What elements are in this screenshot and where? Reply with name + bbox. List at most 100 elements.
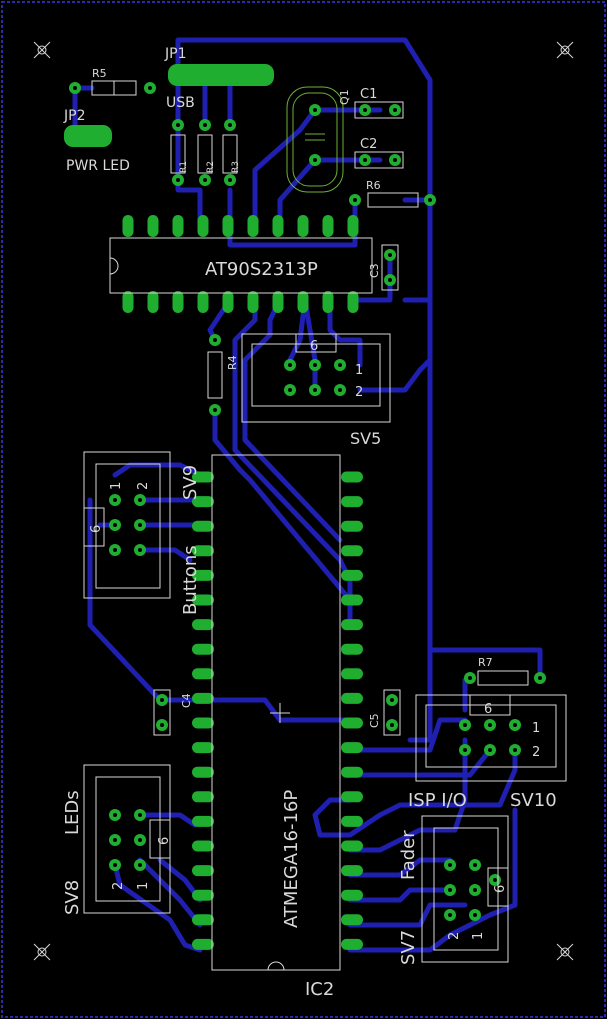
ic1-pin-bottom — [347, 291, 359, 313]
c1-outline — [354, 101, 404, 119]
ic2-pin-right — [341, 717, 363, 729]
ic1-pin-top — [122, 215, 134, 237]
label-sv7: SV7 — [398, 930, 419, 965]
ic2-pin-left — [192, 668, 214, 680]
sv9-key — [83, 507, 105, 547]
sv10-inner — [425, 704, 557, 768]
drill-hole — [473, 863, 477, 867]
label-usb: USB — [166, 95, 195, 111]
label-sv8: SV8 — [62, 880, 83, 915]
drill-hole — [488, 748, 492, 752]
drill-hole — [73, 86, 77, 90]
ic2-pin-right — [341, 471, 363, 483]
ic1-pin-bottom — [247, 291, 259, 313]
ic1-pin-bottom — [297, 291, 309, 313]
ic2-pin-left — [192, 619, 214, 631]
q1-inner — [292, 92, 338, 187]
sv7-key — [487, 867, 509, 907]
trace-ic2-sv10-a — [357, 717, 468, 753]
ic2-pin-right — [341, 569, 363, 581]
drill-hole — [138, 523, 142, 527]
ic1-body — [109, 237, 373, 294]
drill-hole — [228, 123, 232, 127]
label-sv9: SV9 — [180, 465, 201, 500]
label-pwr-led: PWR LED — [66, 158, 130, 174]
label-sv10: SV10 — [510, 790, 557, 811]
pads — [64, 64, 546, 731]
drill-hole — [353, 198, 357, 202]
mounting-holes — [33, 41, 574, 961]
ic2-pin-right — [341, 938, 363, 950]
sv7-pin1-label: 1 — [471, 932, 486, 940]
drill-hole — [113, 548, 117, 552]
c4-outline — [153, 689, 171, 736]
drill-hole — [138, 498, 142, 502]
drill-hole — [393, 158, 397, 162]
drill-hole — [388, 278, 392, 282]
label-fader: Fader — [398, 830, 419, 880]
ic2-pin-left — [192, 742, 214, 754]
drill-hole — [448, 888, 452, 892]
r7-outline — [477, 670, 529, 686]
drill-hole — [463, 723, 467, 727]
drill-hole — [390, 723, 394, 727]
label-at90s2313p: AT90S2313P — [205, 259, 318, 280]
drill-hole — [513, 723, 517, 727]
ic1-pin-bottom — [197, 291, 209, 313]
label-c4: C4 — [180, 693, 193, 708]
trace-sv9-5 — [137, 547, 193, 563]
sv7-inner — [433, 827, 499, 951]
drill-hole — [493, 878, 497, 882]
drill-hole — [448, 913, 452, 917]
drill-hole — [363, 158, 367, 162]
ic2-pin-right — [341, 840, 363, 852]
ic2-pins — [192, 471, 363, 950]
ic2-pin-right — [341, 668, 363, 680]
drill-hole — [113, 498, 117, 502]
ic2-pin-left — [192, 471, 214, 483]
trace-jp1-ic1 — [175, 72, 203, 228]
mounting-hole-br — [556, 943, 574, 961]
label-c1: C1 — [360, 87, 377, 102]
ic2-pin-right — [341, 594, 363, 606]
ic2-pin-right — [341, 643, 363, 655]
trace-ic2-sv10-b — [347, 747, 493, 778]
trace-vcc-c5 — [407, 647, 433, 743]
drill-hole — [473, 888, 477, 892]
label-r1: R1 — [179, 161, 189, 173]
ic1-pin-top — [272, 215, 284, 237]
ic2-pin-left — [192, 594, 214, 606]
label-r6: R6 — [366, 179, 381, 192]
ic1-pin-top — [247, 215, 259, 237]
trace-ic1-sv5-b — [327, 297, 363, 368]
ic2-pin-right — [341, 520, 363, 532]
drill-hole — [288, 363, 292, 367]
sv7-pin2-label: 2 — [447, 932, 462, 940]
sv10-pin1-label: 1 — [532, 721, 540, 736]
drill-hole — [513, 748, 517, 752]
mounting-hole-tl — [33, 41, 51, 59]
ic2-pin-right — [341, 865, 363, 877]
drill-hole — [148, 86, 152, 90]
ic2-pin-right — [341, 742, 363, 754]
ic2-pin-left — [192, 914, 214, 926]
mounting-hole-tr — [556, 41, 574, 59]
label-r5: R5 — [92, 67, 107, 80]
ic2-pin-left — [192, 766, 214, 778]
r6-outline — [367, 192, 419, 208]
ic2-pin-right — [341, 791, 363, 803]
r1-outline — [170, 134, 186, 174]
trace-sv9-c4 — [87, 497, 163, 703]
trace-sv9-1 — [112, 462, 203, 478]
trace-ic2-fader-e — [347, 887, 453, 903]
drill-hole — [138, 548, 142, 552]
drill-hole — [113, 813, 117, 817]
drill-hole — [313, 158, 317, 162]
trace-ic2-fader-d — [347, 807, 518, 953]
sv5-inner — [251, 343, 381, 407]
trace-vcc-ic1 — [402, 197, 433, 303]
ic2-pin-right — [341, 889, 363, 901]
ic2-pin-right — [341, 914, 363, 926]
sv5-pin1-label: 1 — [355, 363, 363, 378]
sv10-key — [469, 694, 511, 716]
